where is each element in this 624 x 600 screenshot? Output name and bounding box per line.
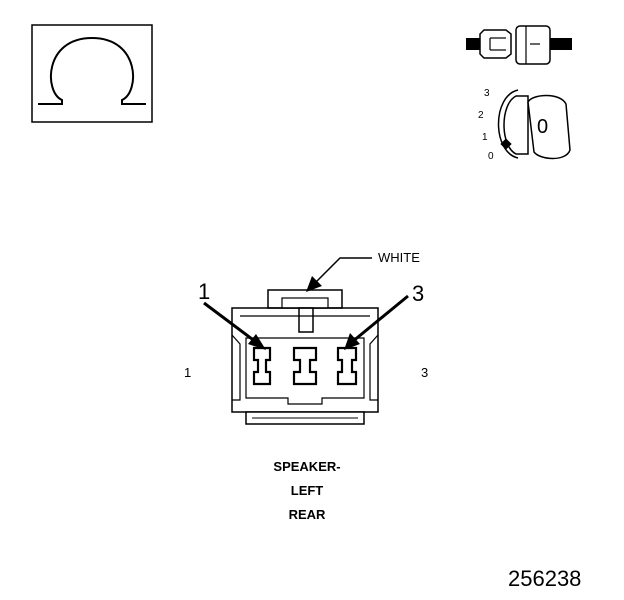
caption-line-2: LEFT <box>290 483 324 498</box>
ignition-key-icon <box>497 89 571 160</box>
connector-color-label: WHITE <box>378 250 420 265</box>
ignition-position-1: 1 <box>482 132 488 143</box>
pin-cavity-2 <box>292 346 318 386</box>
pin-3-callout: 3 <box>412 281 425 306</box>
pin-3-callout-arrow <box>344 294 409 350</box>
color-leader-arrow <box>306 257 372 292</box>
pin-cavity-1 <box>252 346 272 386</box>
ignition-key-label: 0 <box>537 116 549 138</box>
pin-1-callout: 1 <box>198 279 211 304</box>
pin-3-side-label: 3 <box>421 365 429 380</box>
pin-1-side-label: 1 <box>184 365 192 380</box>
pin-cavity-3 <box>336 346 358 386</box>
separated-connector-icon <box>466 25 572 65</box>
caption-line-1: SPEAKER- <box>273 459 341 474</box>
figure-number: 256238 <box>508 566 582 591</box>
ignition-position-0: 0 <box>488 151 494 162</box>
pin-1-callout-arrow <box>203 301 266 350</box>
ohm-icon <box>31 24 153 123</box>
ignition-position-2: 2 <box>478 110 484 121</box>
connector-body <box>231 289 379 425</box>
caption-line-3: REAR <box>288 507 326 522</box>
ignition-position-3: 3 <box>484 88 490 99</box>
